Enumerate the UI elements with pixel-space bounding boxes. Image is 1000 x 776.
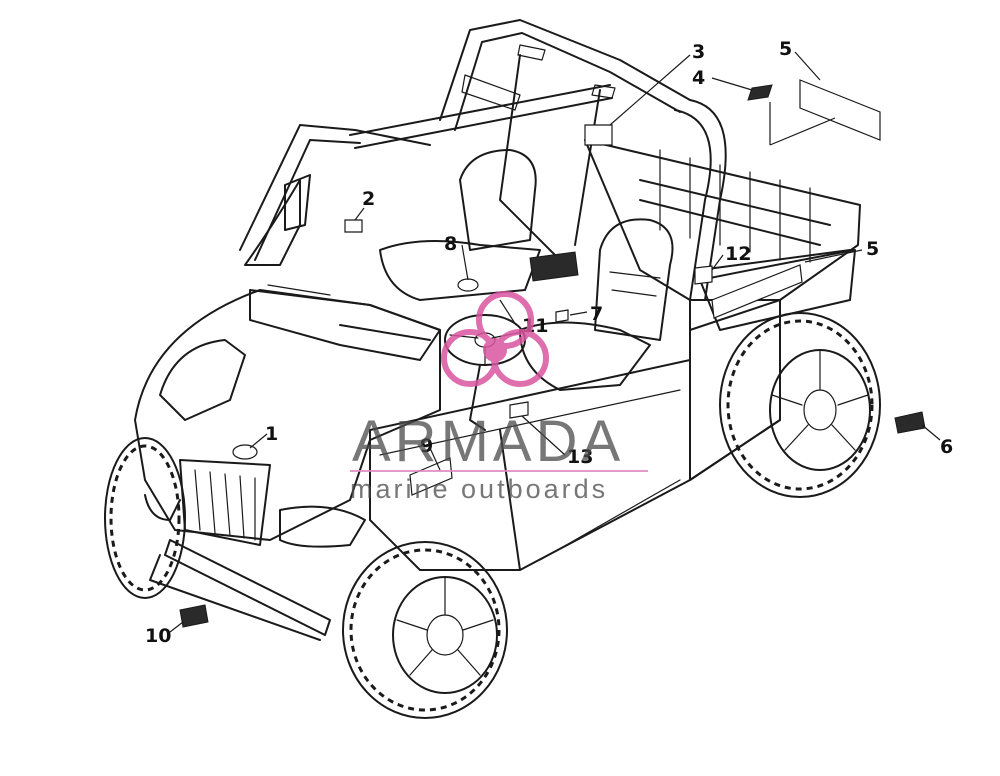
watermark-brand: ARMADA [352,409,625,474]
decal-11-console [529,251,579,282]
logo-core [483,338,507,362]
decal-hood-emblem [232,444,258,460]
callout-4: 4 [692,67,705,89]
decal-4 [747,84,773,101]
callout-9: 9 [420,435,433,457]
decal-12 [694,265,713,285]
decal-7 [555,309,569,323]
callout-10: 10 [145,625,171,647]
decal-3 [584,124,613,146]
callout-5-side: 5 [866,238,879,260]
decal-8 [457,278,479,292]
front-right-wheel [342,541,508,719]
watermark-subtitle: marine outboards [350,474,609,504]
hood-front [134,289,441,641]
decal-5-bed-stripe [799,79,881,141]
watermark-rule [350,470,648,472]
callout-6: 6 [940,436,953,458]
callout-5-top: 5 [779,38,792,60]
decal-bed-side-logo [711,264,803,319]
seats [379,149,674,391]
callout-12: 12 [725,243,751,265]
callout-13: 13 [567,446,593,468]
callout-numbers: 1 2 3 4 5 5 6 7 8 9 10 11 12 13 [145,38,953,647]
callout-8: 8 [444,233,457,255]
dash-area [244,174,441,361]
decal-10 [179,604,209,628]
callout-1: 1 [265,423,278,445]
decal-6 [894,411,926,434]
callout-7: 7 [590,303,603,325]
leader-lines [169,51,941,633]
callout-3: 3 [692,41,705,63]
decal-warning-2 [344,219,363,233]
decal-13 [509,401,529,419]
roll-cage [239,19,727,301]
callout-2: 2 [362,188,375,210]
watermark-logo-icon [441,291,549,387]
rear-right-wheel [719,312,881,498]
front-left-wheel [104,437,186,599]
